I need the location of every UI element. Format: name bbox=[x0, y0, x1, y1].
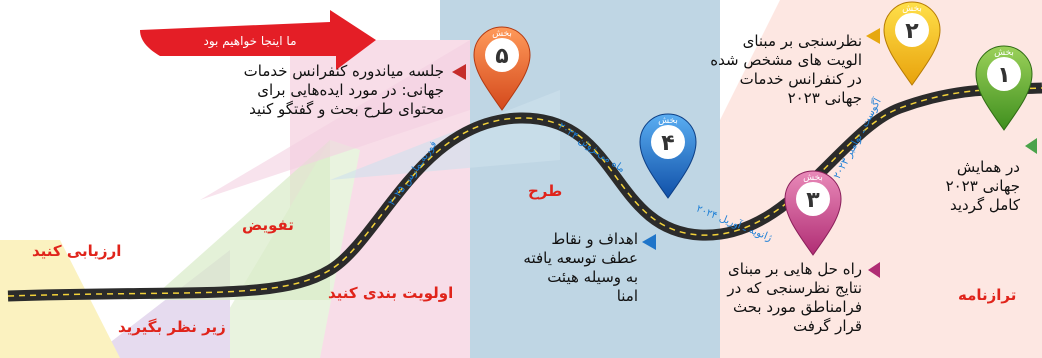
pin-2[interactable] bbox=[883, 1, 941, 86]
banner-text: ما اینجا خواهیم بود bbox=[204, 34, 297, 49]
region-wedge-pink bbox=[200, 40, 470, 200]
callout-pointer-3 bbox=[868, 262, 880, 278]
pin-3-section: بخش bbox=[803, 173, 823, 183]
pin-5[interactable] bbox=[473, 26, 531, 111]
pin-2-number: ۲ bbox=[905, 19, 919, 44]
callout-pointer-5 bbox=[452, 64, 466, 80]
region-wedge-blue bbox=[330, 90, 560, 180]
road bbox=[7, 82, 1042, 302]
stage-delegate: تفویض bbox=[242, 216, 294, 234]
stage-plan: طرح bbox=[528, 182, 563, 200]
pin-2-section: بخش bbox=[902, 4, 922, 14]
callout-pointer-4 bbox=[642, 234, 656, 250]
pin-5-section: بخش bbox=[492, 29, 512, 39]
description-section-3: راه حل هایی بر مبنای نتایج نظرسنجی که در… bbox=[727, 260, 862, 335]
callout-pointer-1 bbox=[1025, 138, 1037, 154]
description-section-5: جلسه میاندوره کنفرانس خدمات جهانی: در مو… bbox=[243, 62, 444, 118]
pin-5-number: ۵ bbox=[495, 44, 508, 69]
stage-prioritize: اولویت بندی کنید bbox=[328, 284, 454, 302]
callout-pointer-2 bbox=[866, 28, 880, 44]
banner-arrow bbox=[140, 10, 376, 70]
stage-evaluate: ارزیابی کنید bbox=[32, 242, 122, 260]
pin-4-number: ۴ bbox=[661, 131, 674, 156]
pin-1-number: ۱ bbox=[997, 63, 1010, 88]
stage-balance: ترازنامه bbox=[958, 286, 1017, 304]
description-section-2: نظرسنجی بر مبنای الویت های مشخص شده در ک… bbox=[710, 32, 862, 107]
pin-1[interactable] bbox=[975, 45, 1033, 131]
stage-consider: زیر نظر بگیرید bbox=[118, 318, 226, 336]
pin-4[interactable] bbox=[639, 113, 697, 199]
description-section-4: اهداف و نقاط عطف توسعه یافته به وسیله هی… bbox=[523, 230, 638, 305]
pin-1-section: بخش bbox=[994, 48, 1014, 58]
description-section-1: در همایش جهانی ۲۰۲۳ کامل گردید bbox=[945, 158, 1020, 214]
pin-3-number: ۳ bbox=[806, 188, 820, 213]
pin-4-section: بخش bbox=[658, 116, 678, 126]
region-wedge-green bbox=[150, 140, 330, 300]
pin-3[interactable] bbox=[784, 170, 842, 256]
